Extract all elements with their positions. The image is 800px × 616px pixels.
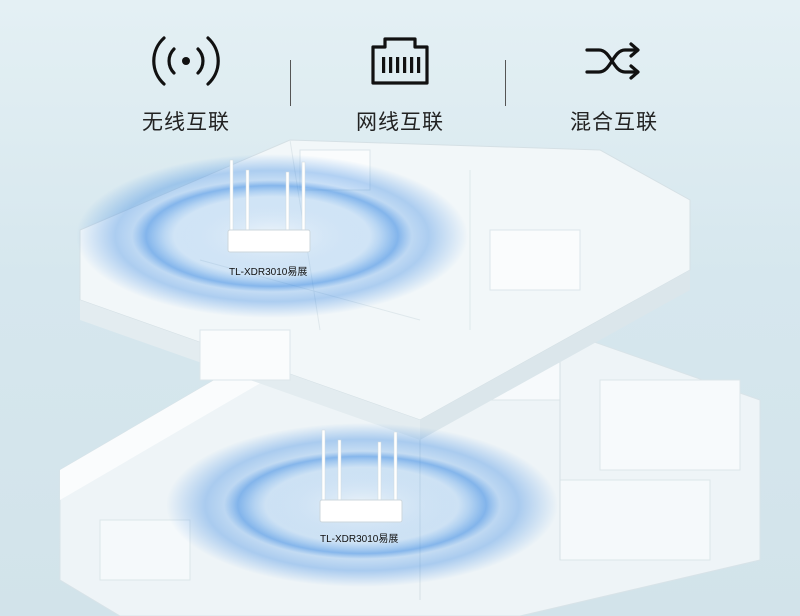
feature-label-wireless: 无线互联 [142,110,230,134]
feature-hybrid: 混合互联 [514,30,714,136]
router-label-upper: TL-XDR3010易展 [229,267,308,278]
upper-router [227,159,311,253]
ethernet-port-icon [300,30,500,92]
lower-router [319,429,403,523]
feature-label-ethernet: 网线互联 [356,110,444,134]
divider [505,60,506,106]
feature-wireless: 无线互联 [86,30,286,136]
wireless-signal-icon [86,30,286,92]
feature-ethernet: 网线互联 [300,30,500,136]
shuffle-icon [514,30,714,92]
feature-label-hybrid: 混合互联 [570,110,658,134]
divider [290,60,291,106]
router-label-lower: TL-XDR3010易展 [320,534,399,545]
